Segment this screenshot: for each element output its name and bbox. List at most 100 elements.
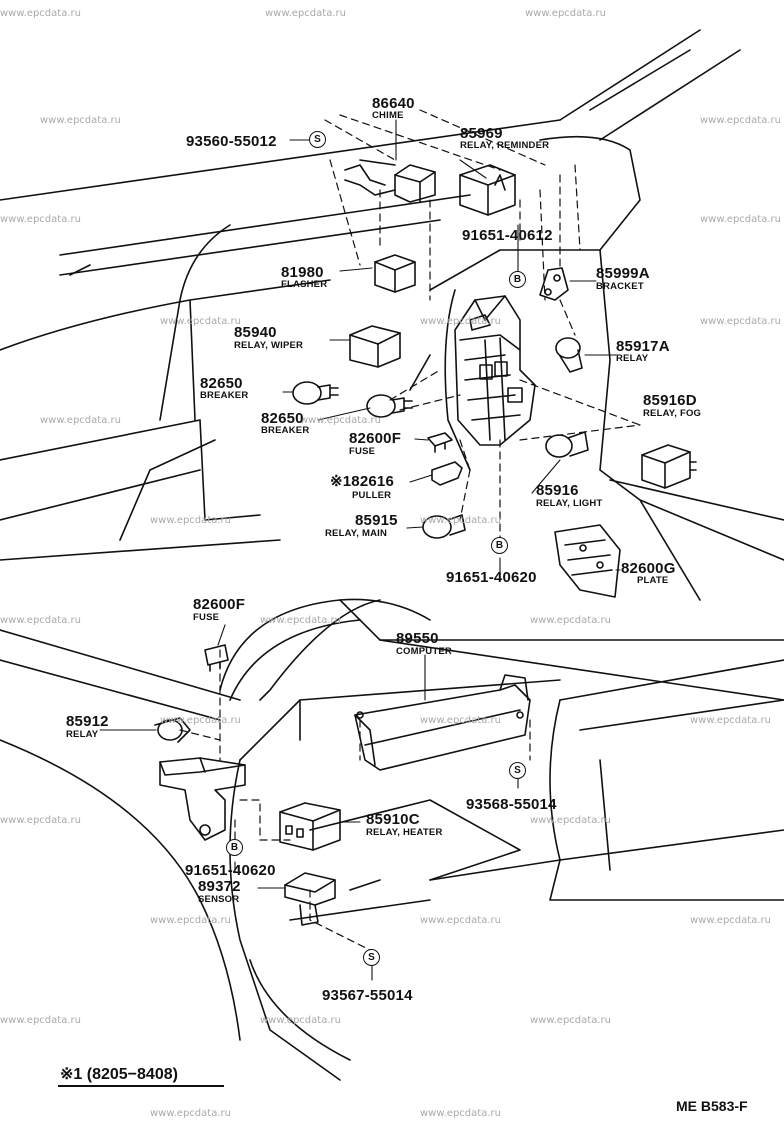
- leader-lines: [99, 119, 621, 981]
- part-number-chime: 86640: [372, 95, 415, 112]
- watermark: www.epcdata.ru: [0, 815, 81, 826]
- watermark: www.epcdata.ru: [0, 8, 81, 19]
- marker-s-top: S: [309, 131, 326, 148]
- plate-part: [554, 524, 621, 598]
- marker-s-sensor: S: [363, 949, 380, 966]
- watermark: www.epcdata.ru: [0, 615, 81, 626]
- watermark: www.epcdata.ru: [700, 214, 781, 225]
- part-label-fuse-bottom: FUSE: [193, 612, 220, 623]
- part-number-fuse-top: 82600F: [349, 430, 402, 447]
- part-label-relay-main: RELAY, MAIN: [325, 528, 388, 539]
- breaker-part-1: [292, 381, 339, 405]
- part-label-relay-heater: RELAY, HEATER: [366, 827, 443, 838]
- watermark: www.epcdata.ru: [420, 715, 501, 726]
- watermark: www.epcdata.ru: [530, 1015, 611, 1026]
- part-number-puller: ※182616: [330, 473, 395, 490]
- part-number-screw-top: 93560-55012: [186, 133, 277, 150]
- dashboard-outline-lower: [0, 598, 784, 1081]
- relay-17a-part: [555, 337, 583, 373]
- part-label-bracket: BRACKET: [596, 281, 644, 292]
- part-label-relay-12: RELAY: [66, 729, 99, 740]
- puller-part: [431, 461, 463, 486]
- part-number-relay-17a: 85917A: [616, 338, 670, 355]
- watermark: www.epcdata.ru: [150, 1108, 231, 1119]
- fuse-block-part: [454, 295, 536, 446]
- part-label-sensor: SENSOR: [198, 894, 240, 905]
- footnote-underline: [58, 1085, 224, 1087]
- part-number-relay-heater: 85910C: [366, 811, 420, 828]
- part-label-flasher: FLASHER: [281, 279, 328, 290]
- dashboard-outline-upper: [0, 29, 784, 601]
- watermark: www.epcdata.ru: [0, 214, 81, 225]
- part-label-relay-wiper: RELAY, WIPER: [234, 340, 304, 351]
- part-label-plate: PLATE: [637, 575, 669, 586]
- watermark: www.epcdata.ru: [265, 8, 346, 19]
- part-label-relay-fog: RELAY, FOG: [643, 408, 702, 419]
- part-number-bracket: 85999A: [596, 265, 650, 282]
- part-number-bolt-mid: 91651-40620: [446, 569, 537, 586]
- watermark: www.epcdata.ru: [40, 115, 121, 126]
- bracket-part: [539, 267, 569, 301]
- watermark: www.epcdata.ru: [420, 915, 501, 926]
- part-label-puller: PULLER: [352, 490, 392, 501]
- watermark: www.epcdata.ru: [260, 1015, 341, 1026]
- watermark: www.epcdata.ru: [690, 915, 771, 926]
- part-number-relay-main: 85915: [355, 512, 398, 529]
- part-label-breaker-1: BREAKER: [200, 390, 249, 401]
- part-number-plate: 82600G: [621, 560, 676, 577]
- part-number-bolt-bottom: 91651-40620: [185, 862, 276, 879]
- watermark: www.epcdata.ru: [150, 515, 231, 526]
- watermark: www.epcdata.ru: [40, 415, 121, 426]
- part-number-flasher: 81980: [281, 264, 324, 281]
- diagram-code: ME B583-F: [676, 1098, 748, 1114]
- part-number-screw-computer: 93568-55014: [466, 796, 557, 813]
- watermark: www.epcdata.ru: [420, 515, 501, 526]
- wiper-relay-part: [349, 325, 401, 368]
- part-label-breaker-2: BREAKER: [261, 425, 310, 436]
- heater-relay-part: [279, 802, 341, 851]
- watermark: www.epcdata.ru: [420, 316, 501, 327]
- reminder-relay-part: [459, 164, 516, 216]
- watermark: www.epcdata.ru: [690, 715, 771, 726]
- part-number-relay-light: 85916: [536, 482, 579, 499]
- part-label-chime: CHIME: [372, 110, 404, 121]
- watermark: www.epcdata.ru: [300, 415, 381, 426]
- watermark: www.epcdata.ru: [700, 115, 781, 126]
- watermark: www.epcdata.ru: [160, 715, 241, 726]
- marker-s-computer: S: [509, 762, 526, 779]
- part-number-fuse-bottom: 82600F: [193, 596, 246, 613]
- marker-b-bottom: B: [226, 839, 243, 856]
- flasher-part: [374, 254, 416, 293]
- computer-part: [354, 674, 531, 771]
- part-number-breaker-1: 82650: [200, 375, 243, 392]
- part-number-screw-sensor: 93567-55014: [322, 987, 413, 1004]
- part-number-bolt-top: 91651-40612: [462, 227, 553, 244]
- part-label-computer: COMPUTER: [396, 646, 452, 657]
- part-number-relay-wiper: 85940: [234, 324, 277, 341]
- part-number-computer: 89550: [396, 630, 439, 647]
- watermark: www.epcdata.ru: [525, 8, 606, 19]
- watermark: www.epcdata.ru: [260, 615, 341, 626]
- breaker-part-2: [366, 394, 413, 418]
- fog-relay-part: [641, 444, 697, 489]
- watermark: www.epcdata.ru: [530, 615, 611, 626]
- light-relay-part: [545, 431, 589, 458]
- fuse-part-top: [427, 432, 453, 453]
- part-number-relay-reminder: 85969: [460, 125, 503, 142]
- part-label-relay-17a: RELAY: [616, 353, 649, 364]
- watermark: www.epcdata.ru: [160, 316, 241, 327]
- watermark: www.epcdata.ru: [700, 316, 781, 327]
- footnote: ※1 (8205−8408): [60, 1066, 178, 1083]
- part-label-fuse-top: FUSE: [349, 446, 376, 457]
- part-number-relay-fog: 85916D: [643, 392, 697, 409]
- relay-12-part: [154, 717, 191, 743]
- relay-bracket-part: [159, 757, 246, 841]
- part-label-relay-light: RELAY, LIGHT: [536, 498, 603, 509]
- part-number-relay-12: 85912: [66, 713, 109, 730]
- marker-b-mid: B: [491, 537, 508, 554]
- part-label-relay-reminder: RELAY, REMINDER: [460, 140, 550, 151]
- watermark: www.epcdata.ru: [530, 815, 611, 826]
- watermark: www.epcdata.ru: [150, 915, 231, 926]
